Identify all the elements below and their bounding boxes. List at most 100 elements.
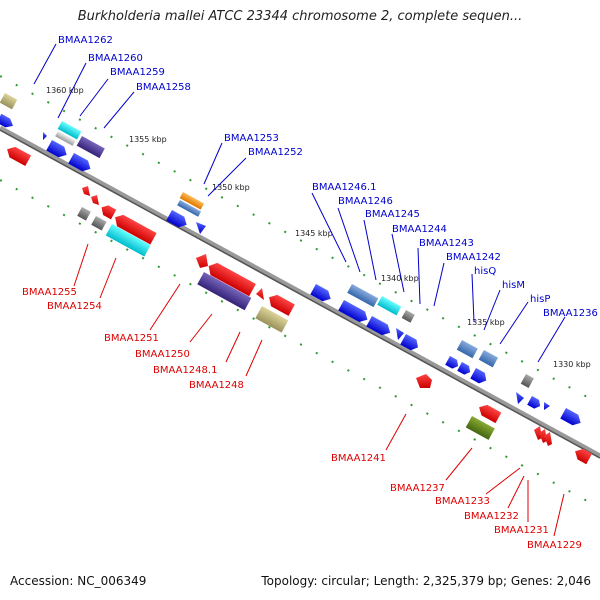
gene-label-bmaa1248[interactable]: BMAA1248 xyxy=(189,380,244,391)
gene-arrow-reverse[interactable] xyxy=(99,203,117,220)
gene-arrow[interactable] xyxy=(396,328,404,340)
reverse-gene-labels: BMAA1255 BMAA1254 BMAA1251 BMAA1250 BMAA… xyxy=(22,287,582,551)
gene-block-bmaa1259[interactable] xyxy=(55,131,76,146)
gene-arrow-reverse[interactable] xyxy=(4,144,32,167)
chromosome-backbone xyxy=(0,125,600,459)
chromosome-backbone-shade xyxy=(0,129,600,459)
gene-block-bmaa1244[interactable] xyxy=(401,310,415,323)
scale-tick-label: 1335 kbp xyxy=(467,318,505,327)
gene-label-bmaa1252[interactable]: BMAA1252 xyxy=(248,147,303,158)
gene-arrow[interactable] xyxy=(457,362,472,377)
gene-arrow-reverse[interactable] xyxy=(205,260,256,297)
gene-label-bmaa1232[interactable]: BMAA1232 xyxy=(464,511,519,522)
forward-gene-labels: BMAA1262 BMAA1260 BMAA1259 BMAA1258 BMAA… xyxy=(58,35,598,319)
gene-label-bmaa1244[interactable]: BMAA1244 xyxy=(392,224,447,235)
gene-arrow[interactable] xyxy=(43,132,47,140)
gene-label-bmaa1242[interactable]: BMAA1242 xyxy=(446,252,501,263)
gene-block-bmaa1252[interactable] xyxy=(177,200,202,217)
gene-block-hism[interactable] xyxy=(478,350,499,368)
reverse-gene-blocks xyxy=(4,144,593,465)
gene-arrow[interactable] xyxy=(0,113,15,130)
scale-tick-label: 1360 kbp xyxy=(46,86,84,95)
gene-arrow[interactable] xyxy=(516,392,524,404)
gene-arrow-reverse[interactable] xyxy=(266,292,295,316)
gene-arrow-reverse[interactable] xyxy=(539,429,547,443)
gene-label-bmaa1251[interactable]: BMAA1251 xyxy=(104,333,159,344)
gene-arrow[interactable] xyxy=(46,140,69,160)
gene-label-bmaa1229[interactable]: BMAA1229 xyxy=(527,540,582,551)
reverse-leader-lines xyxy=(73,243,565,537)
forward-leader-lines xyxy=(33,43,566,363)
gene-block-bmaa1254[interactable] xyxy=(91,216,107,231)
gene-label-bmaa1254[interactable]: BMAA1254 xyxy=(47,301,102,312)
scale-tick-label: 1355 kbp xyxy=(129,135,167,144)
gene-label-bmaa1231[interactable]: BMAA1231 xyxy=(494,525,549,536)
map-title: Burkholderia mallei ATCC 23344 chromosom… xyxy=(77,9,523,24)
gene-label-bmaa1253[interactable]: BMAA1253 xyxy=(224,133,279,144)
gene-block-bmaa1260[interactable] xyxy=(57,120,82,140)
gene-label-bmaa1248-1[interactable]: BMAA1248.1 xyxy=(153,365,217,376)
scale-tick-label: 1340 kbp xyxy=(381,274,419,283)
gene-arrow-reverse[interactable] xyxy=(196,254,208,268)
gene-label-bmaa1245[interactable]: BMAA1245 xyxy=(365,209,420,220)
gene-block-bmaa1258[interactable] xyxy=(76,136,105,159)
gene-label-hisp[interactable]: hisP xyxy=(530,294,550,305)
gene-arrow[interactable] xyxy=(445,356,460,371)
genome-stats-text: Topology: circular; Length: 2,325,379 bp… xyxy=(261,574,591,588)
gene-label-bmaa1259[interactable]: BMAA1259 xyxy=(110,67,165,78)
gene-block-bmaa1250[interactable] xyxy=(197,272,252,311)
gene-label-bmaa1233[interactable]: BMAA1233 xyxy=(435,496,490,507)
gene-arrow[interactable] xyxy=(560,408,583,428)
gene-arrow[interactable] xyxy=(166,210,189,230)
gene-block-bmaa1254-cyan[interactable] xyxy=(105,224,151,257)
gene-arrow[interactable] xyxy=(527,396,542,411)
gene-arrow-reverse[interactable] xyxy=(572,446,593,465)
gene-arrow[interactable] xyxy=(400,334,421,353)
gene-label-bmaa1243[interactable]: BMAA1243 xyxy=(419,238,474,249)
gene-arrow-reverse[interactable] xyxy=(82,186,90,196)
gene-arrow[interactable] xyxy=(68,153,93,174)
gene-label-bmaa1246[interactable]: BMAA1246 xyxy=(338,196,393,207)
gene-arrow-reverse[interactable] xyxy=(476,402,502,424)
forward-tick-row xyxy=(0,75,600,405)
forward-gene-blocks xyxy=(0,93,583,428)
gene-arrow[interactable] xyxy=(310,284,333,304)
gene-label-bmaa1255[interactable]: BMAA1255 xyxy=(22,287,77,298)
gene-arrow-reverse[interactable] xyxy=(256,288,264,300)
gene-arrow-reverse[interactable] xyxy=(91,195,99,205)
gene-label-hism[interactable]: hisM xyxy=(502,280,525,291)
gene-label-bmaa1260[interactable]: BMAA1260 xyxy=(88,53,143,64)
gene-label-hisq[interactable]: hisQ xyxy=(474,266,496,277)
gene-block-bmaa1237[interactable] xyxy=(465,416,495,440)
scale-tick-label: 1345 kbp xyxy=(295,229,333,238)
gene-arrow-reverse[interactable] xyxy=(544,432,552,446)
gene-arrow-reverse[interactable] xyxy=(534,426,542,440)
gene-label-bmaa1236[interactable]: BMAA1236 xyxy=(543,308,598,319)
scale-tick-label: 1330 kbp xyxy=(553,360,591,369)
gene-block-bmaa1248[interactable] xyxy=(255,306,289,333)
gene-block-bmaa1246[interactable] xyxy=(347,284,379,308)
gene-arrow[interactable] xyxy=(544,402,550,410)
gene-block-bmaa1255[interactable] xyxy=(77,207,91,221)
gene-arrow-reverse[interactable] xyxy=(112,212,157,245)
gene-label-bmaa1237[interactable]: BMAA1237 xyxy=(390,483,445,494)
gene-label-bmaa1262[interactable]: BMAA1262 xyxy=(58,35,113,46)
gene-label-bmaa1258[interactable]: BMAA1258 xyxy=(136,82,191,93)
accession-text: Accession: NC_006349 xyxy=(10,574,147,588)
gene-block-hisq[interactable] xyxy=(456,340,478,359)
gene-block-bmaa1245[interactable] xyxy=(377,296,402,316)
gene-label-bmaa1241[interactable]: BMAA1241 xyxy=(331,453,386,464)
gene-label-bmaa1250[interactable]: BMAA1250 xyxy=(135,349,190,360)
gene-label-bmaa1246-1[interactable]: BMAA1246.1 xyxy=(312,182,376,193)
scale-tick-label: 1350 kbp xyxy=(212,183,250,192)
gene-arrow[interactable] xyxy=(196,222,206,234)
gene-arrow[interactable] xyxy=(338,300,370,325)
gene-block-bmaa1253[interactable] xyxy=(179,192,205,210)
gene-block-bmaa1262[interactable] xyxy=(0,93,18,110)
gene-block-bmaa1236[interactable] xyxy=(520,374,534,388)
gene-arrow[interactable] xyxy=(366,316,393,338)
gene-arrow-reverse[interactable] xyxy=(416,374,432,388)
gene-arrow[interactable] xyxy=(470,368,489,386)
